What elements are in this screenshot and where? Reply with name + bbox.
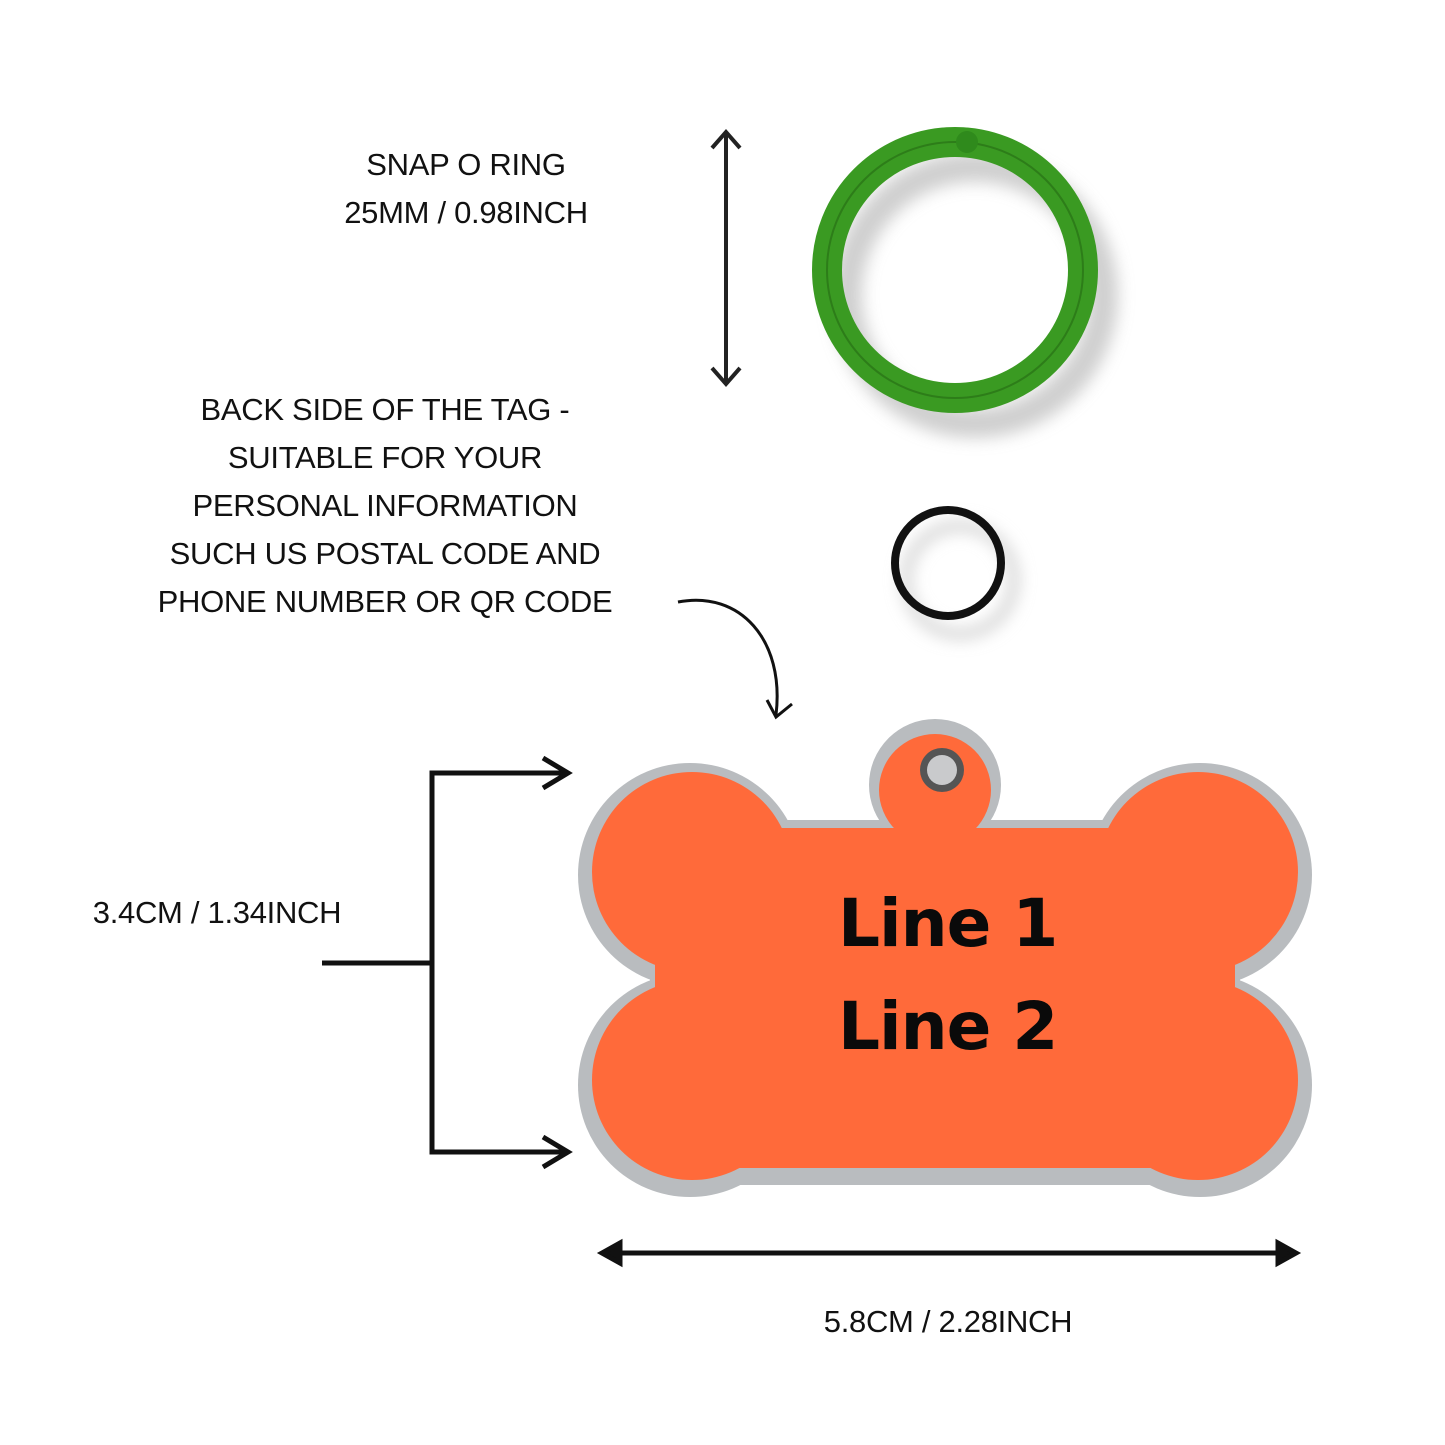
ring-size: 25MM / 0.98INCH: [344, 195, 588, 230]
back-note-line: SUITABLE FOR YOUR: [227, 440, 543, 475]
split-ring-image: [891, 506, 1019, 639]
height-bracket: [322, 755, 573, 1170]
curved-arrow: [677, 598, 793, 720]
width-arrow: [596, 1238, 1302, 1268]
height-label: 3.4CM / 1.34INCH: [92, 895, 342, 930]
back-note-line: BACK SIDE OF THE TAG -: [200, 392, 570, 427]
bone-tag-image: [578, 719, 1312, 1197]
back-note-line: PHONE NUMBER OR QR CODE: [157, 584, 613, 619]
vertical-size-arrow: [710, 128, 742, 388]
back-note-line: PERSONAL INFORMATION: [192, 488, 578, 523]
width-label: 5.8CM / 2.28INCH: [823, 1304, 1073, 1339]
tag-line-2: Line 2: [838, 988, 1058, 1065]
ring-title: SNAP O RING: [366, 147, 566, 182]
snap-o-ring-image: [812, 127, 1118, 438]
tag-line-1: Line 1: [838, 885, 1058, 962]
back-note-line: SUCH US POSTAL CODE AND: [169, 536, 601, 571]
